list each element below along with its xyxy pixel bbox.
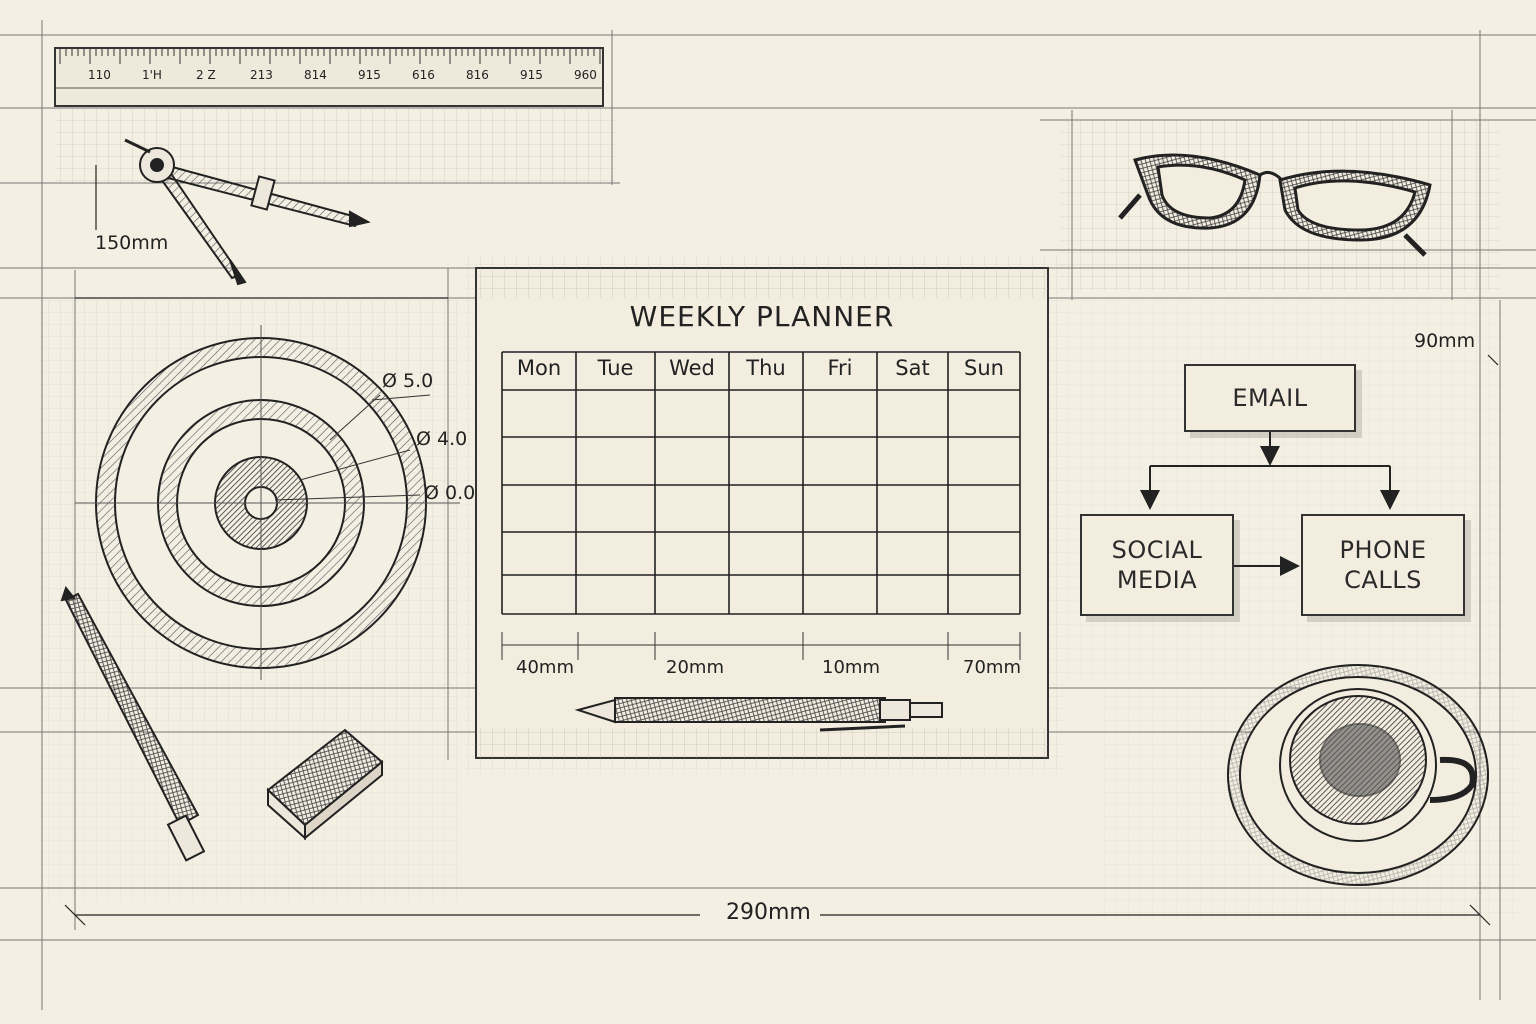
planner-title: WEEKLY PLANNER [629,300,895,333]
flow-box-email: EMAIL [1184,364,1356,432]
compass-icon [124,138,371,286]
planner-day-tue: Tue [597,356,634,380]
ruler-tick-label: 213 [250,68,273,82]
planner-day-fri: Fri [827,356,853,380]
ruler [54,47,604,107]
dimension-label-290mm: 290mm [722,900,815,925]
flow-box-email-label: EMAIL [1232,384,1308,412]
ruler-tick-label: 960 [574,68,597,82]
pen-icon [60,585,206,862]
flow-arrows [1140,430,1400,576]
target-diameter-label: Ø 0.0 [424,482,476,504]
target-diagram [75,325,460,680]
target-diameter-label: Ø 5.0 [382,370,434,392]
planner-dimension-label: 70mm [963,657,1021,678]
ruler-tick-label: 816 [466,68,489,82]
ruler-tick-label: 110 [88,68,111,82]
planner-dimension-label: 40mm [516,657,574,678]
ruler-tick-label: 814 [304,68,327,82]
ruler-tick-label: 915 [358,68,381,82]
planner-day-thu: Thu [746,356,786,380]
planner-dimension-line [501,632,1021,660]
pen-icon [574,697,943,732]
ruler-tick-label: 915 [520,68,543,82]
glasses-icon [1118,153,1432,257]
planner-dimension-label: 20mm [666,657,724,678]
dimension-lines [64,165,1499,926]
planner-day-mon: Mon [516,356,562,380]
planner-day-sun: Sun [964,356,1004,380]
ruler-tick-label: 1'H [142,68,162,82]
ruler-tick-label: 616 [412,68,435,82]
ruler-tick-label: 2 Z [196,68,216,82]
planner-dimension-label: 10mm [822,657,880,678]
target-diameter-label: Ø 4.0 [416,428,468,450]
coffee-cup-icon [1227,664,1489,886]
planner-sheet [475,267,1049,759]
planner-day-wed: Wed [669,356,715,380]
eraser-icon [266,728,384,841]
dimension-label-90mm: 90mm [1414,330,1476,352]
planner-day-sat: Sat [895,356,930,380]
dimension-label-150mm: 150mm [95,232,169,254]
